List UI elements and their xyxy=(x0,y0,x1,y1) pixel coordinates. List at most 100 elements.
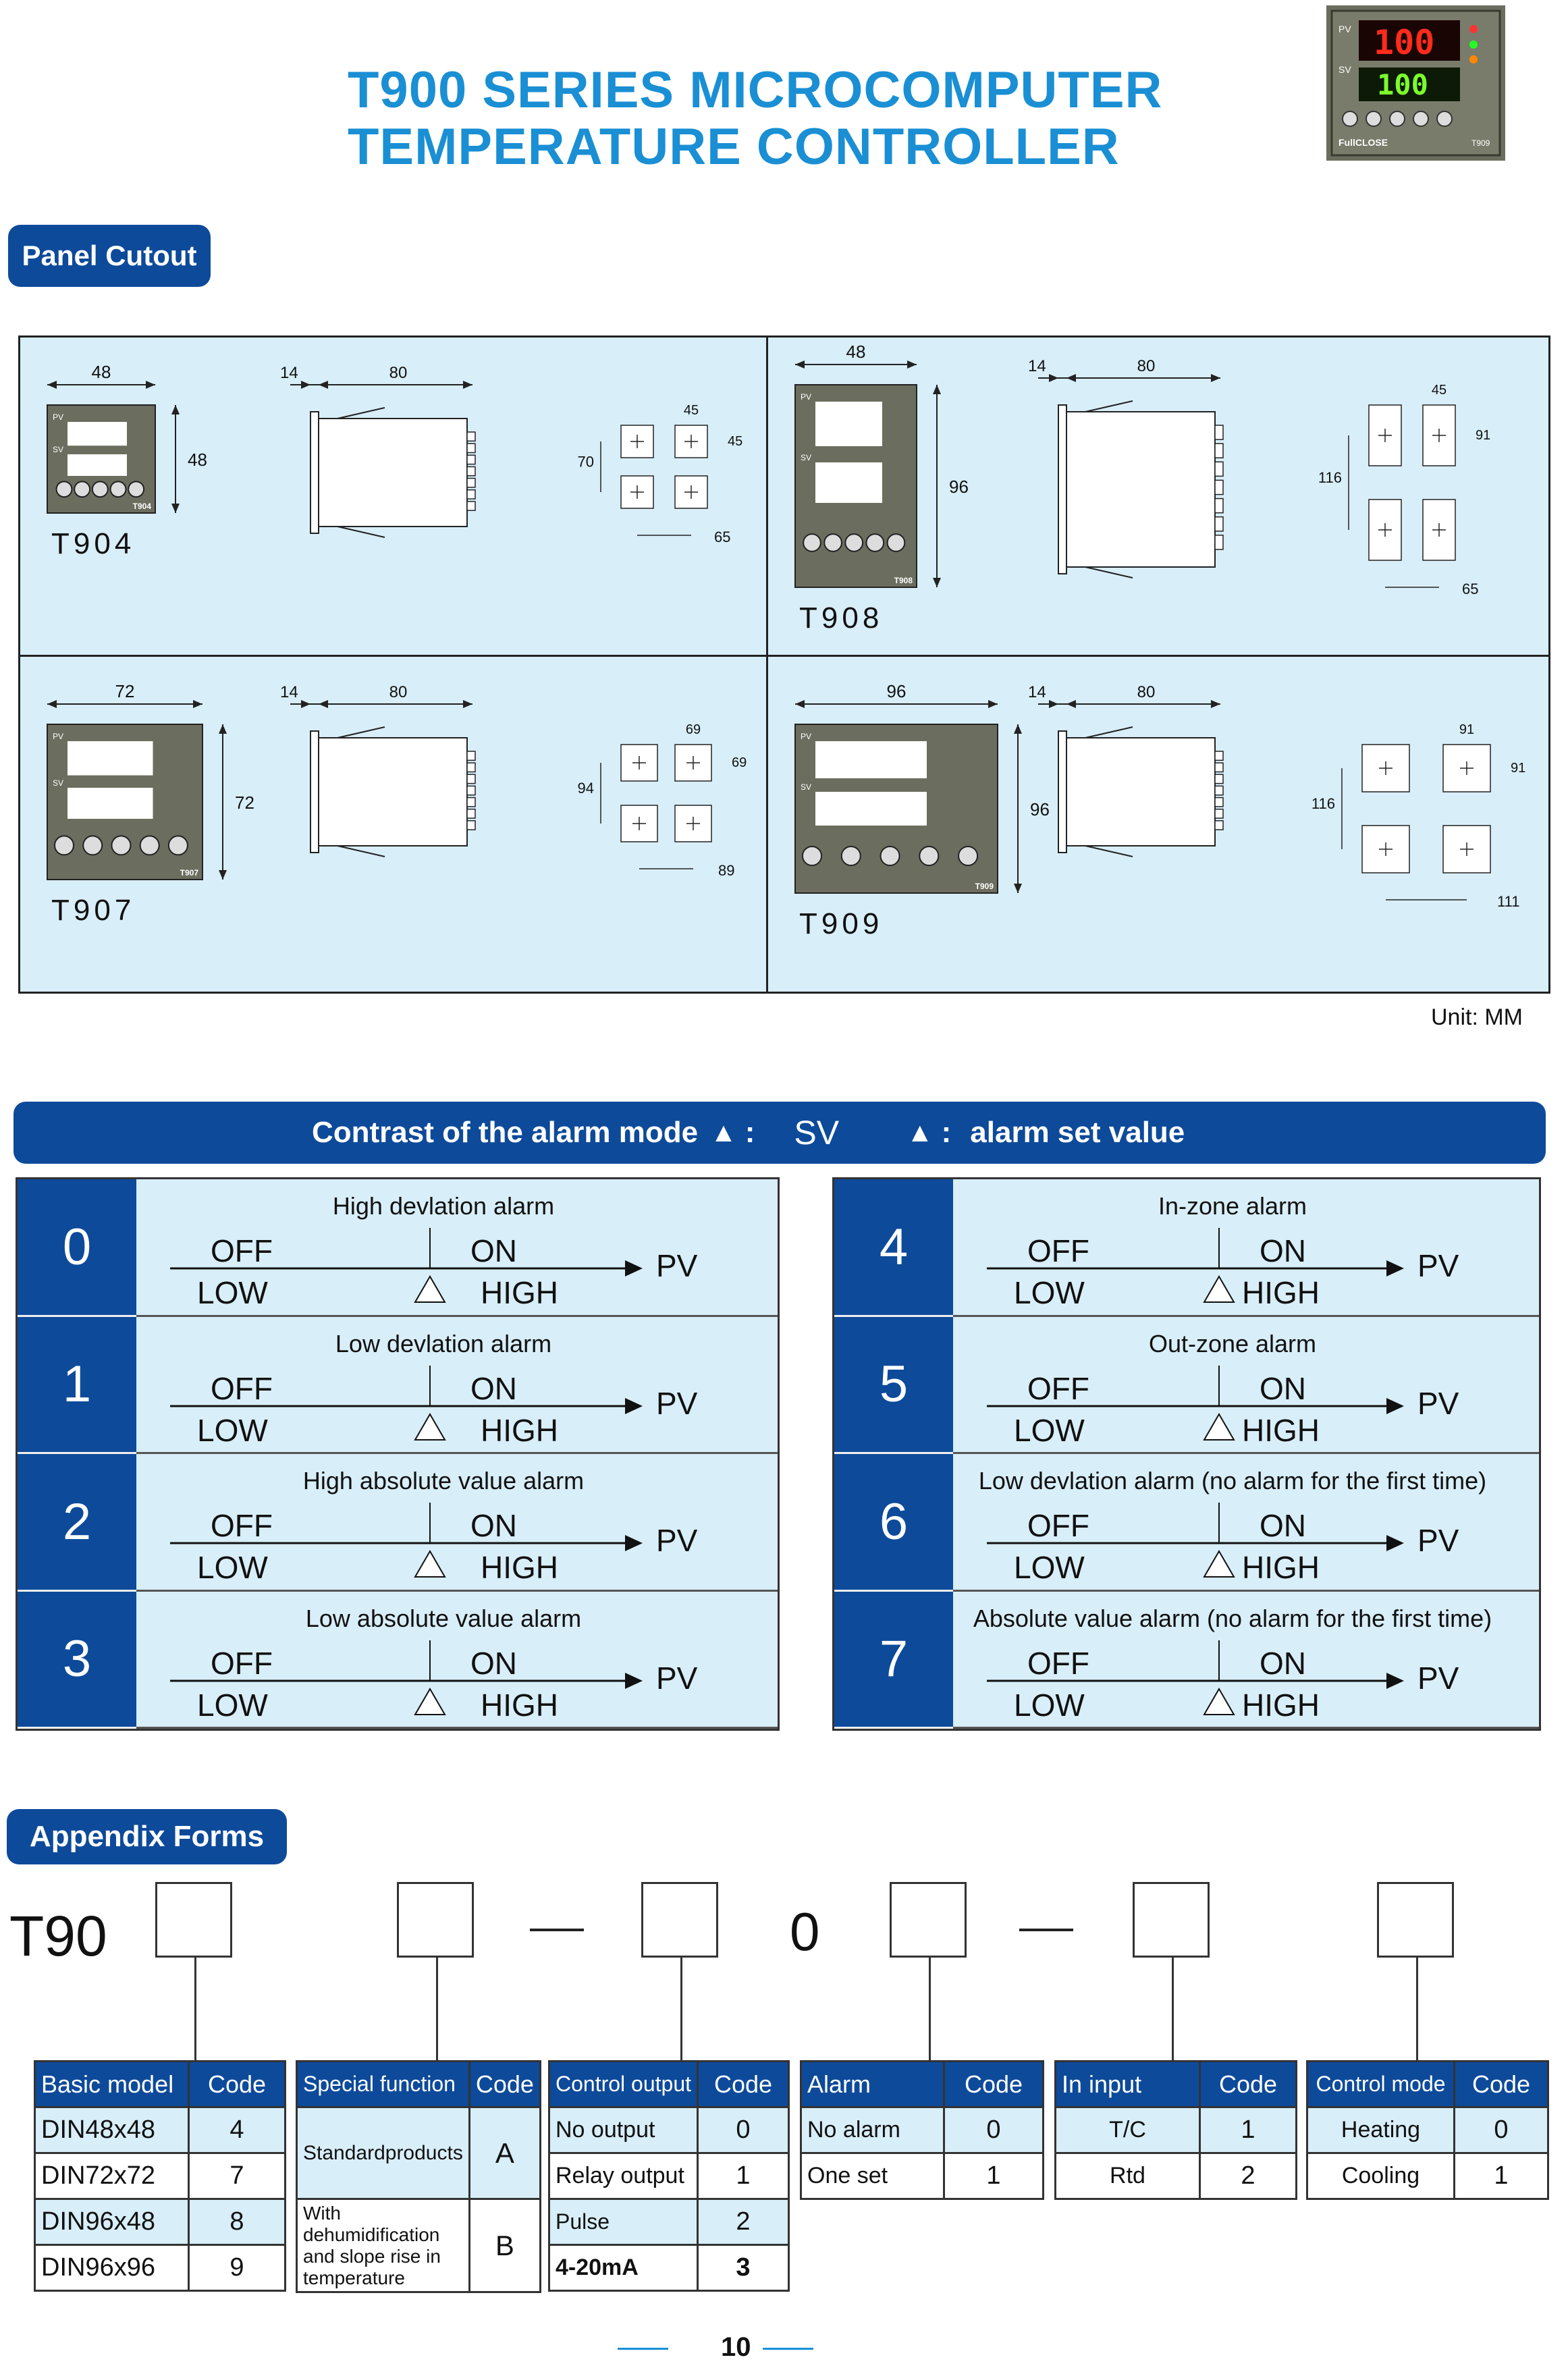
photo-brand: FullCLOSE xyxy=(1339,137,1388,148)
on-label: ON xyxy=(1260,1508,1306,1543)
table-cell: DIN96x48 xyxy=(34,2198,190,2246)
arrow-head xyxy=(146,381,155,389)
dimension-pitch-vertical: 116 xyxy=(1312,795,1335,812)
alarm-title: Low devlation alarm (no alarm for the fi… xyxy=(979,1467,1486,1495)
alarm-heading-a: Contrast of the alarm mode xyxy=(312,1116,699,1149)
alarm-mode-number: 2 xyxy=(18,1454,136,1592)
dimension-depth-a: 14 xyxy=(1028,683,1046,701)
front-model-label: T909 xyxy=(975,882,994,891)
alarm-title: Low absolute value alarm xyxy=(306,1605,581,1632)
arrow-head xyxy=(1014,884,1022,893)
code-box-special-function[interactable] xyxy=(397,1882,474,1958)
alarm-mode-diagram: Low devlation alarm (no alarm for the fi… xyxy=(953,1454,1539,1592)
dimension-pitch-horizontal: 111 xyxy=(1497,893,1519,910)
on-label: ON xyxy=(1260,1646,1306,1681)
table-cell: Pulse xyxy=(548,2198,699,2246)
off-label: OFF xyxy=(1027,1508,1089,1543)
off-label: OFF xyxy=(211,1646,273,1681)
high-label: HIGH xyxy=(1242,1688,1320,1723)
photo-sv-label: SV xyxy=(1339,64,1351,75)
display-window xyxy=(67,741,153,776)
dimension-pitch-horizontal: 65 xyxy=(1462,581,1478,597)
arrow-head xyxy=(463,381,472,389)
table-header: Code xyxy=(468,2060,542,2108)
table-cell: Standardproducts xyxy=(296,2106,470,2200)
arrow-head xyxy=(625,1535,643,1551)
table-cell: 8 xyxy=(188,2198,286,2246)
alarm-set-triangle-icon xyxy=(1203,1550,1235,1578)
low-label: LOW xyxy=(1014,1413,1085,1448)
code-box-input[interactable] xyxy=(1133,1882,1210,1958)
dimension-height: 72 xyxy=(235,792,254,813)
code-box-control-output[interactable] xyxy=(641,1882,718,1958)
arrow-head xyxy=(463,700,472,708)
side-body xyxy=(1066,737,1216,846)
dimension-cut-width: 69 xyxy=(686,722,701,737)
alarm-heading-colon-1: : xyxy=(745,1116,755,1149)
alarm-set-triangle-icon xyxy=(1203,1412,1235,1441)
display-window xyxy=(815,792,927,826)
dimension-cut-width: 45 xyxy=(1432,383,1447,398)
key-button xyxy=(865,533,885,552)
photo-pv-label: PV xyxy=(1339,24,1351,34)
page-number-rule-left xyxy=(618,2348,668,2350)
dimension-depth-b: 80 xyxy=(389,364,408,382)
arrow-head xyxy=(1049,374,1058,382)
low-label: LOW xyxy=(1014,1688,1085,1723)
alarm-mode-number: 5 xyxy=(834,1316,953,1454)
arrow-head xyxy=(319,700,328,708)
code-box-alarm[interactable] xyxy=(890,1882,967,1958)
model-name: T909 xyxy=(799,907,883,940)
table-cell: DIN96x96 xyxy=(34,2244,190,2292)
table-cell: Cooling xyxy=(1306,2152,1455,2200)
arrow-head xyxy=(1386,1535,1404,1551)
table-header: Code xyxy=(1199,2060,1297,2108)
high-label: HIGH xyxy=(1242,1550,1320,1585)
pv-label: PV xyxy=(656,1661,698,1696)
dimension-cut-height: 91 xyxy=(1511,761,1525,776)
terminal xyxy=(466,797,476,807)
alarm-diagram-svg: Absolute value alarm (no alarm for the f… xyxy=(973,1605,1492,1723)
terminal xyxy=(466,431,476,442)
title-line-2: TEMPERATURE CONTROLLER xyxy=(348,118,1120,176)
table-header: Basic model xyxy=(34,2060,190,2108)
alarm-set-triangle-icon xyxy=(414,1275,446,1303)
dimension-pitch-vertical: 116 xyxy=(1318,469,1342,486)
front-sv-label: SV xyxy=(801,453,811,462)
code-box-control-mode[interactable] xyxy=(1377,1882,1454,1958)
alarm-mode-band: Contrast of the alarm mode ▲ : SV ▲ : al… xyxy=(13,1102,1546,1164)
clip-line xyxy=(337,845,385,857)
table-header: Control output xyxy=(548,2060,699,2108)
front-sv-label: SV xyxy=(801,782,811,792)
display-window xyxy=(815,462,882,503)
table-cell: 0 xyxy=(943,2106,1044,2154)
arrow-head xyxy=(1049,700,1058,708)
front-sv-label: SV xyxy=(53,445,63,454)
low-label: LOW xyxy=(1014,1550,1085,1585)
table-cell: 1 xyxy=(1453,2152,1549,2200)
side-bezel xyxy=(310,730,319,853)
table-cell: No output xyxy=(548,2106,699,2154)
side-body xyxy=(318,418,468,527)
table-cell: DIN72x72 xyxy=(34,2152,190,2200)
display-window xyxy=(67,788,153,819)
code-box-basic-model[interactable] xyxy=(155,1882,232,1958)
clip-line xyxy=(1085,726,1133,738)
table-cell: Relay output xyxy=(548,2152,699,2200)
